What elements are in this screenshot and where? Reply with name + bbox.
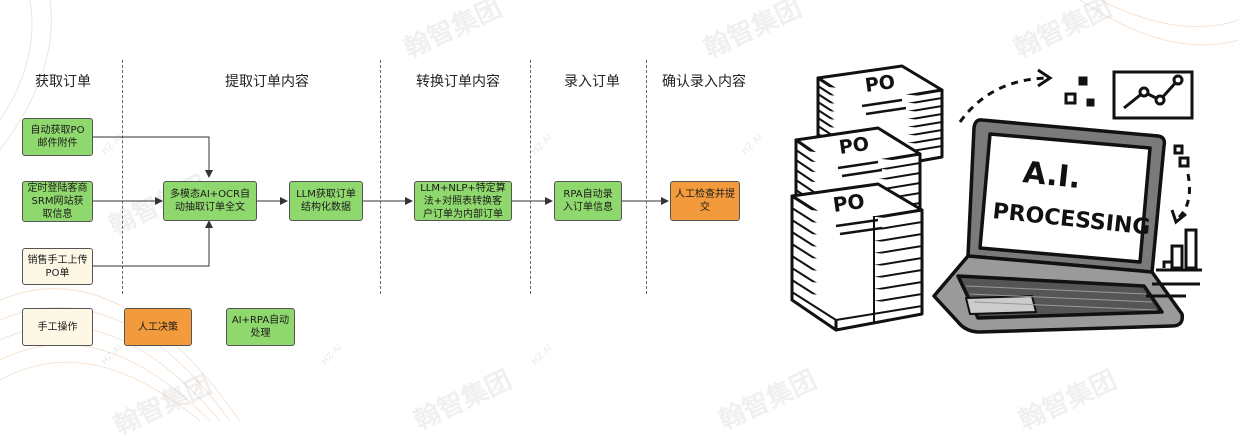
flow-connectors bbox=[93, 136, 669, 267]
stage-divider bbox=[646, 60, 647, 294]
arrow-auto-fetch bbox=[93, 136, 213, 178]
legend-ai-rpa: AI+RPA自动处理 bbox=[226, 308, 295, 346]
stage-label-get: 获取订单 bbox=[35, 74, 91, 90]
legend-manual-operation: 手工操作 bbox=[22, 308, 93, 346]
legend-manual-decision: 人工决策 bbox=[124, 308, 192, 346]
stage-label-convert: 转换订单内容 bbox=[416, 74, 500, 90]
po-label-middle: PO bbox=[838, 133, 871, 159]
node-llm-struct: LLM获取订单结构化数据 bbox=[289, 181, 363, 221]
stage-divider bbox=[380, 60, 381, 294]
node-rpa-entry: RPA自动录入订单信息 bbox=[554, 181, 622, 221]
node-auto-fetch: 自动获取PO邮件附件 bbox=[22, 118, 93, 156]
node-login-srm: 定时登陆客商SRM网站获取信息 bbox=[22, 181, 93, 222]
screen-title: A.I. bbox=[1021, 155, 1082, 196]
node-manual-upload: 销售手工上传PO单 bbox=[22, 248, 93, 285]
po-label-front: PO bbox=[831, 189, 866, 217]
arrow-manual-upload bbox=[93, 220, 213, 267]
stage-divider bbox=[530, 60, 531, 294]
node-manual-check: 人工检查并提交 bbox=[670, 181, 740, 221]
ai-processing-illustration: PO PO PO A.I. PROCESSING bbox=[790, 64, 1202, 334]
po-stack-front bbox=[790, 182, 924, 332]
stage-label-entry: 录入订单 bbox=[564, 74, 620, 90]
stage-divider bbox=[122, 60, 123, 294]
stage-label-confirm: 确认录入内容 bbox=[662, 74, 746, 90]
node-llm-nlp: LLM+NLP+特定算法+对照表转换客户订单为内部订单 bbox=[414, 181, 512, 221]
laptop bbox=[932, 118, 1185, 334]
decorative-icons bbox=[958, 68, 1202, 298]
stage-label-extract: 提取订单内容 bbox=[225, 74, 309, 90]
node-ocr-extract: 多模态AI+OCR自动抽取订单全文 bbox=[163, 181, 257, 221]
po-label-back: PO bbox=[864, 71, 897, 97]
